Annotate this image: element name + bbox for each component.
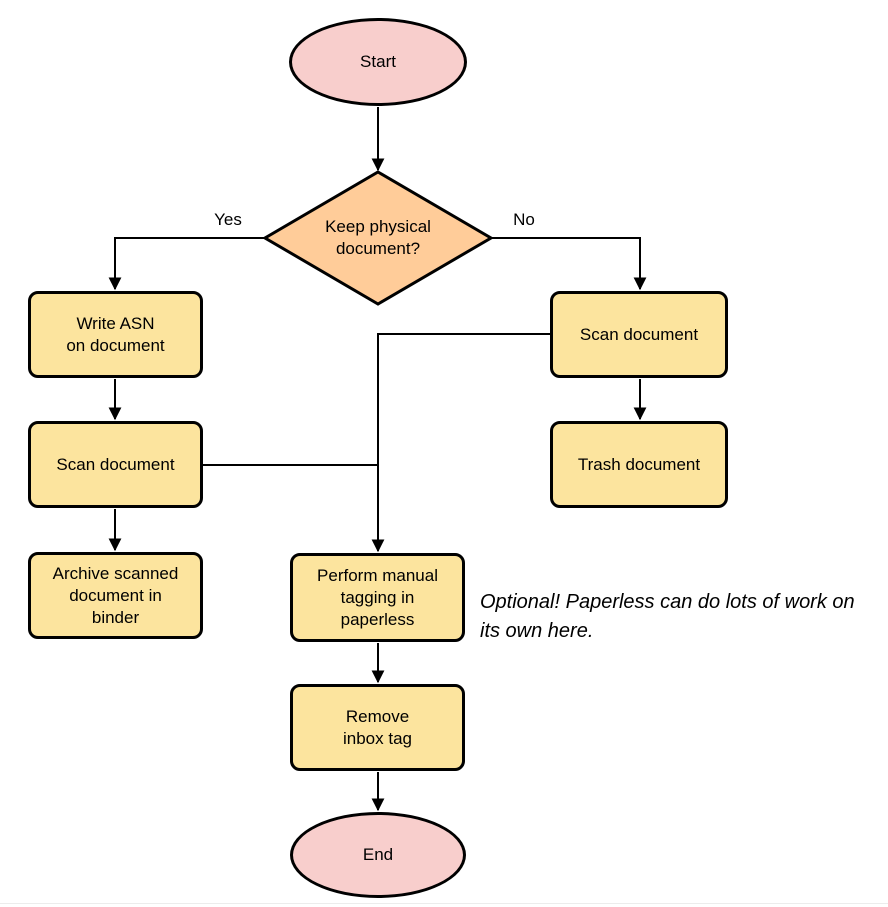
edge-label-yes: Yes — [214, 210, 242, 229]
node-perform-manual-tagging: Perform manual tagging in paperless — [290, 553, 465, 642]
node-write-asn-on-document: Write ASN on document — [28, 291, 203, 378]
node-decision-label: Keep physical document? — [325, 217, 431, 258]
node-scan-left-label: Scan document — [56, 454, 175, 474]
node-start: Start — [289, 18, 467, 106]
edge-no-to-scan-right — [491, 237, 647, 291]
annotation-note: Optional! Paperless can do lots of work … — [480, 591, 855, 642]
edge-scan-right-to-tagging — [371, 333, 550, 553]
bottom-divider — [0, 903, 888, 904]
node-scan-right-label: Scan document — [579, 324, 699, 344]
node-end-label: End — [362, 845, 394, 864]
node-write-asn-label: Write ASN on document — [66, 313, 165, 355]
node-remove-inbox-label: Remove inbox tag — [343, 706, 412, 748]
node-tagging-label: Perform manual tagging in paperless — [317, 565, 438, 629]
node-trash-label: Trash document — [577, 454, 701, 474]
node-archive-scanned-document: Archive scanned document in binder — [28, 552, 203, 639]
node-trash-document: Trash document — [550, 421, 728, 508]
node-decision: Keep physical document? — [278, 206, 478, 270]
node-scan-document-right: Scan document — [550, 291, 728, 378]
decision-diamond-shape — [262, 170, 494, 306]
edge-yes-to-write-asn — [108, 237, 265, 291]
node-remove-inbox-tag: Remove inbox tag — [290, 684, 465, 771]
node-archive-label: Archive scanned document in binder — [52, 563, 179, 627]
node-scan-document-left: Scan document — [28, 421, 203, 508]
edge-label-no: No — [513, 210, 535, 229]
node-start-label: Start — [360, 52, 396, 71]
node-end: End — [290, 812, 466, 898]
